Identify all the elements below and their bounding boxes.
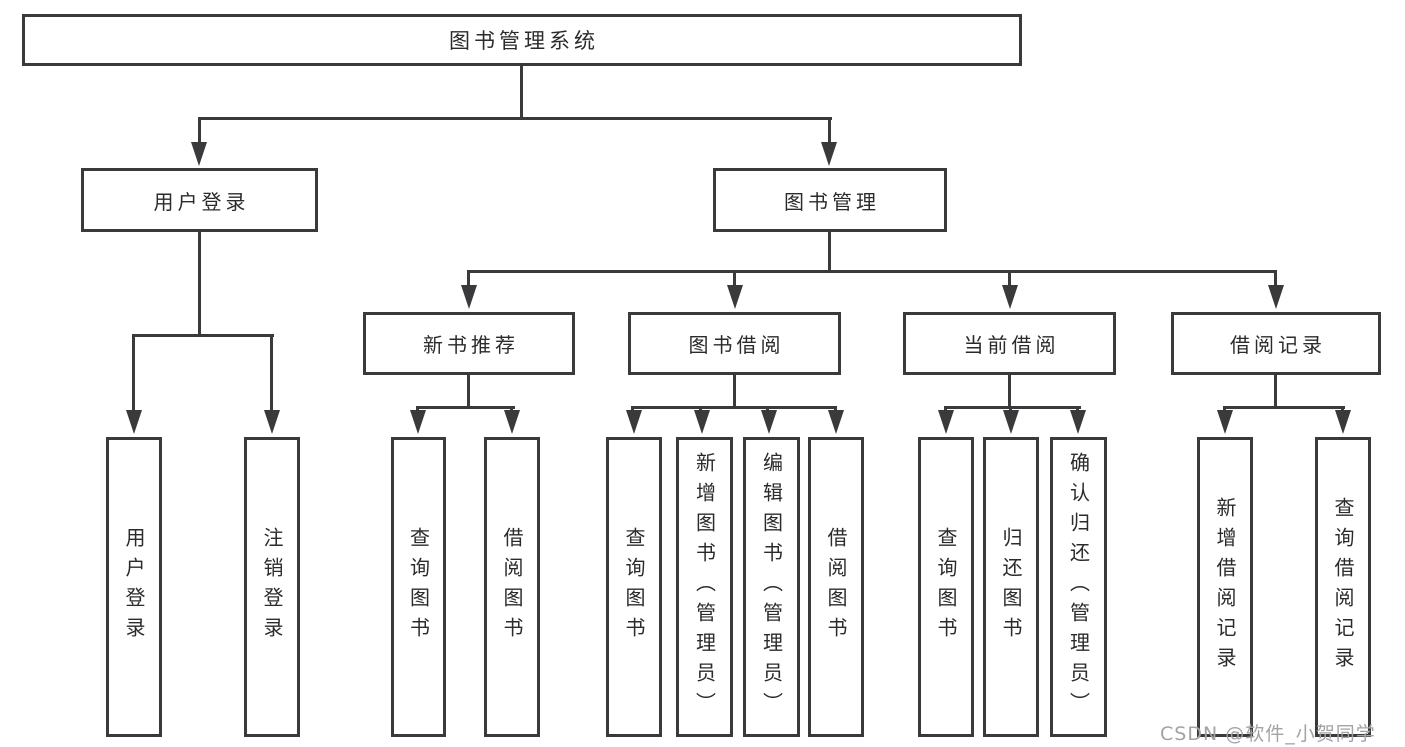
connector-book-borrow-bar (631, 406, 837, 409)
leaf-query-book-current: 查询图书 (918, 437, 974, 737)
arrow-down-icon (938, 410, 954, 434)
connector-book-mgmt-stem (828, 117, 831, 144)
arrow-down-icon (626, 410, 642, 434)
node-borrow-records: 借阅记录 (1171, 312, 1381, 375)
node-user-login: 用户登录 (81, 168, 318, 232)
arrow-down-icon (410, 410, 426, 434)
leaf-query-book-rec: 查询图书 (391, 437, 446, 737)
arrow-down-icon (1070, 410, 1086, 434)
leaf-confirm-return-admin: 确认归还（管理员） (1050, 437, 1107, 737)
arrow-down-icon (821, 142, 837, 166)
connector-new-book-bar (416, 406, 515, 409)
arrow-down-icon (727, 285, 743, 309)
connector-level3-stem (467, 270, 470, 287)
connector-user-login-down (198, 231, 201, 337)
leaf-edit-book-admin: 编辑图书（管理员） (743, 437, 800, 737)
node-book-mgmt: 图书管理 (713, 168, 947, 232)
connector-level3-stem (733, 270, 736, 287)
arrow-down-icon (1002, 285, 1018, 309)
csdn-watermark: CSDN @软件_小贺同学 (1160, 723, 1376, 745)
connector-root-stem (520, 64, 523, 120)
leaf-query-book-borrow: 查询图书 (606, 437, 662, 737)
connector-current-borrow-bar (944, 406, 1081, 409)
connector-leaf-stem (132, 334, 135, 410)
arrow-down-icon (828, 410, 844, 434)
arrow-down-icon (761, 410, 777, 434)
arrow-down-icon (1335, 410, 1351, 434)
connector-book-borrow-down (733, 374, 736, 409)
node-root: 图书管理系统 (22, 14, 1022, 66)
leaf-user-login: 用户登录 (106, 437, 162, 737)
node-book-borrow: 图书借阅 (628, 312, 841, 375)
leaf-borrow-book-rec: 借阅图书 (484, 437, 540, 737)
connector-borrow-records-bar (1223, 406, 1345, 409)
connector-book-mgmt-down (828, 231, 831, 273)
arrow-down-icon (1217, 410, 1233, 434)
connector-user-login-bar (132, 334, 274, 337)
connector-new-book-down (467, 374, 470, 409)
connector-current-borrow-down (1008, 374, 1011, 409)
connector-level3-stem (1274, 270, 1277, 287)
arrow-down-icon (461, 285, 477, 309)
leaf-query-borrow-record: 查询借阅记录 (1315, 437, 1371, 737)
node-new-book-rec: 新书推荐 (363, 312, 575, 375)
leaf-borrow-book-borrow: 借阅图书 (808, 437, 864, 737)
arrow-down-icon (504, 410, 520, 434)
arrow-down-icon (264, 410, 280, 434)
leaf-add-borrow-record: 新增借阅记录 (1197, 437, 1253, 737)
node-current-borrow: 当前借阅 (903, 312, 1116, 375)
leaf-logout: 注销登录 (244, 437, 300, 737)
arrow-down-icon (1268, 285, 1284, 309)
connector-borrow-records-down (1274, 374, 1277, 409)
leaf-return-book: 归还图书 (983, 437, 1039, 737)
arrow-down-icon (191, 142, 207, 166)
arrow-down-icon (1003, 410, 1019, 434)
arrow-down-icon (126, 410, 142, 434)
connector-leaf-stem (270, 334, 273, 410)
leaf-add-book-admin: 新增图书（管理员） (676, 437, 733, 737)
connector-user-login-stem (198, 117, 201, 144)
arrow-down-icon (694, 410, 710, 434)
connector-level3-bar (467, 270, 1277, 273)
connector-level2-bar (198, 117, 832, 120)
connector-level3-stem (1008, 270, 1011, 287)
